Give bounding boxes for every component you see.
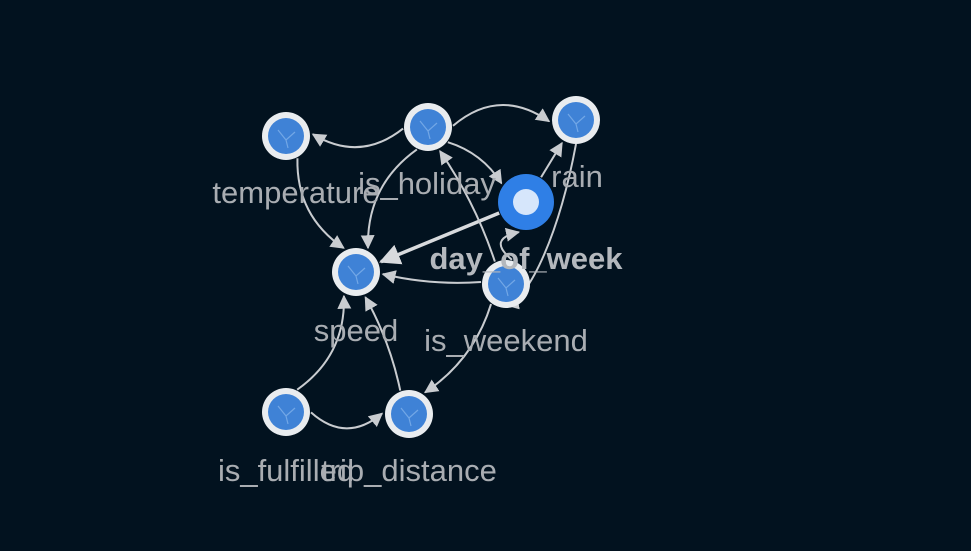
node-label-rain: rain [551, 159, 603, 194]
node-core[interactable] [338, 254, 374, 290]
node-layer [262, 96, 600, 438]
edge-is-weekend-to-speed[interactable] [381, 270, 482, 284]
node-label-is-fulfilled: is_fulfilled [218, 453, 354, 488]
node-temperature[interactable] [262, 112, 310, 160]
node-is-holiday[interactable] [404, 103, 452, 151]
node-label-trip-distance: trip_distance [321, 453, 497, 488]
node-label-temperature: temperature [212, 175, 379, 210]
node-core[interactable] [488, 266, 524, 302]
node-label-day-of-week: day_of_week [430, 241, 624, 276]
node-glyph [497, 277, 516, 297]
node-label-is-holiday: is_holiday [358, 166, 496, 201]
edge-is-weekend-to-trip-distance[interactable] [423, 303, 493, 394]
node-speed[interactable] [332, 248, 380, 296]
edge-is-holiday-to-speed[interactable] [360, 148, 418, 250]
edge-is-fulfilled-to-trip-distance[interactable] [310, 411, 384, 430]
node-glyph [419, 120, 438, 140]
node-core[interactable] [268, 118, 304, 154]
node-label-speed: speed [314, 313, 398, 348]
edge-is-holiday-to-day-of-week[interactable] [447, 141, 503, 185]
edge-day-of-week-to-speed[interactable] [379, 211, 500, 265]
node-core[interactable] [513, 189, 539, 215]
edge-layer [296, 103, 577, 430]
node-core[interactable] [410, 109, 446, 145]
node-is-weekend[interactable] [482, 260, 530, 308]
node-rain[interactable] [552, 96, 600, 144]
node-glyph [347, 265, 366, 285]
node-core[interactable] [268, 394, 304, 430]
edge-is-weekend-to-day-of-week[interactable] [499, 227, 521, 261]
node-core[interactable] [391, 396, 427, 432]
edge-trip-distance-to-speed[interactable] [364, 296, 402, 391]
edge-is-holiday-to-rain[interactable] [452, 103, 551, 127]
edge-is-fulfilled-to-speed[interactable] [296, 294, 352, 391]
node-core[interactable] [558, 102, 594, 138]
node-is-fulfilled[interactable] [262, 388, 310, 436]
edge-day-of-week-to-rain[interactable] [540, 141, 563, 178]
node-label-is-weekend: is_weekend [424, 323, 588, 358]
edge-temperature-to-speed[interactable] [296, 158, 345, 249]
node-trip-distance[interactable] [385, 390, 433, 438]
node-glyph [277, 129, 296, 149]
node-glyph [400, 407, 419, 427]
node-day-of-week[interactable] [498, 174, 554, 230]
node-glyph [277, 405, 296, 425]
edge-is-weekend-to-is-holiday[interactable] [439, 150, 496, 262]
node-glyph [567, 113, 586, 133]
edge-is-holiday-to-temperature[interactable] [311, 127, 404, 149]
